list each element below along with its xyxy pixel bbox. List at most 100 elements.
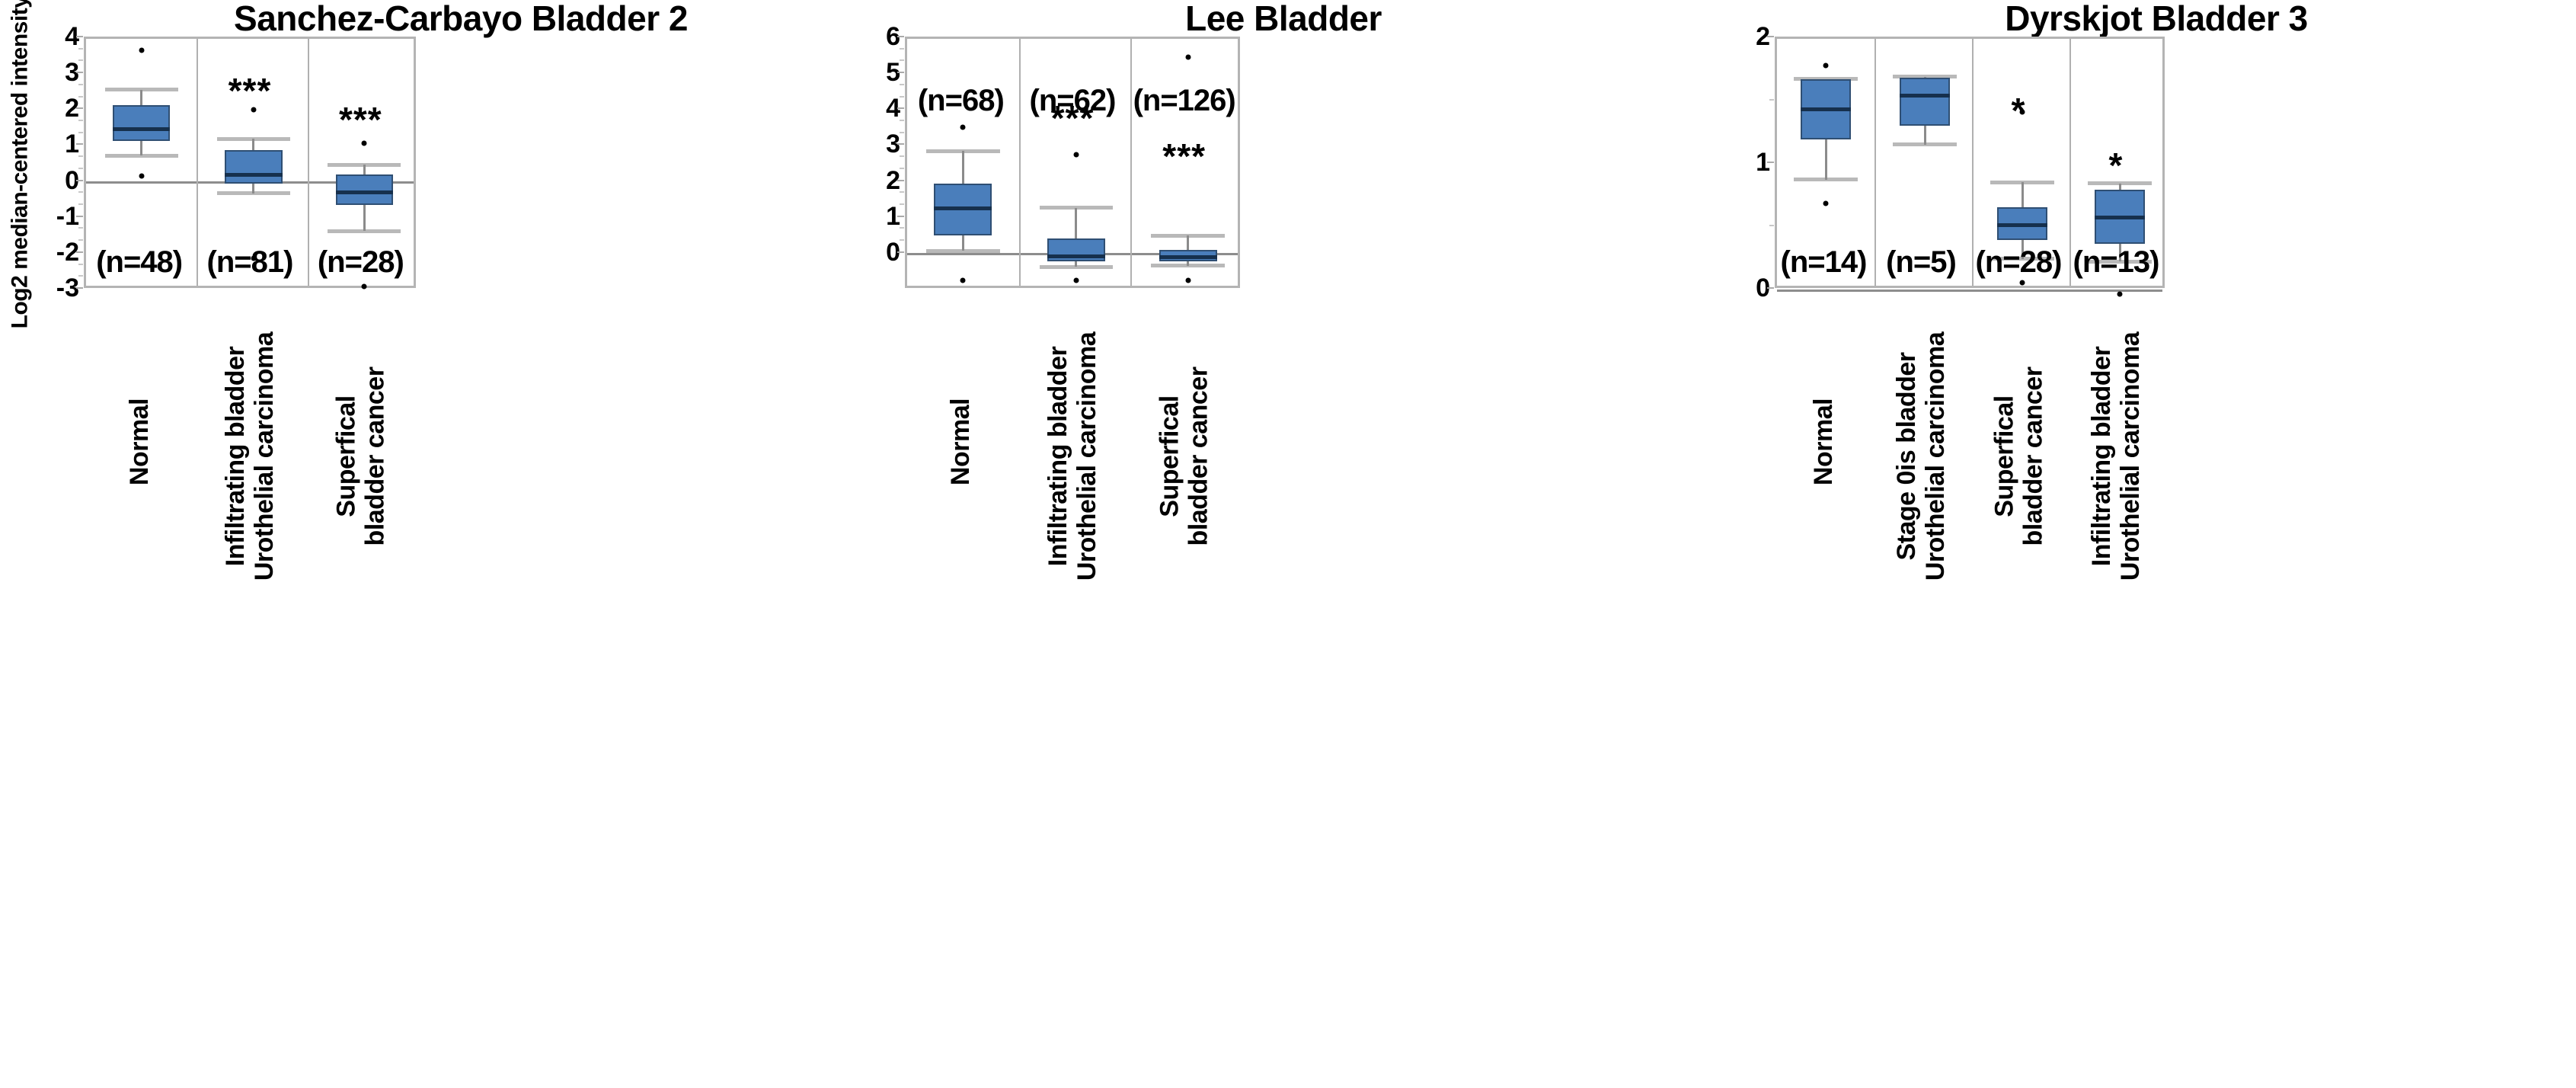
- sample-size-label: (n=5): [1886, 245, 1957, 279]
- sample-size-label: (n=14): [1780, 245, 1868, 279]
- whisker-upper: [1187, 235, 1190, 251]
- y-minor-tick-mark: [78, 131, 83, 133]
- y-minor-tick-mark: [900, 120, 904, 121]
- median-line: [335, 190, 394, 195]
- whisker-lower: [1824, 139, 1827, 180]
- whisker-cap-lower: [104, 153, 178, 158]
- y-minor-tick-mark: [900, 167, 904, 169]
- y-tick-mark: [1767, 287, 1774, 289]
- median-line: [934, 206, 992, 210]
- outlier-point: [2019, 280, 2025, 286]
- y-tick-label: 1: [65, 130, 79, 159]
- x-axis-group-label-text: Normal: [124, 398, 154, 486]
- whisker-cap-lower: [217, 191, 290, 196]
- whisker-upper: [2118, 183, 2121, 190]
- y-tick-label: 5: [886, 58, 900, 88]
- whisker-lower: [252, 183, 255, 194]
- whisker-cap-lower: [1990, 257, 2055, 261]
- box: [112, 105, 171, 142]
- outlier-point: [1185, 54, 1191, 60]
- whisker-cap-lower: [2087, 259, 2153, 264]
- whisker-lower: [961, 235, 964, 251]
- y-tick-mark: [76, 179, 83, 181]
- y-minor-tick-mark: [78, 239, 83, 242]
- y-tick-label: -1: [56, 201, 79, 231]
- group-cell: [86, 39, 197, 286]
- x-axis-group-label-text: Superfical bladder cancer: [1990, 366, 2048, 546]
- x-axis-group-label-text: Infiltrating bladder Urothelial carcinom…: [1044, 331, 1101, 581]
- x-axis-group-label: Normal: [124, 302, 155, 576]
- whisker-cap-lower: [1151, 264, 1226, 268]
- y-tick-mark: [76, 215, 83, 217]
- whisker-lower: [1075, 261, 1078, 267]
- outlier-point: [361, 140, 367, 146]
- significance-marker: ***: [228, 71, 272, 110]
- group-cell: [1130, 39, 1242, 286]
- y-minor-tick-mark: [78, 59, 83, 62]
- y-tick-mark: [76, 36, 83, 37]
- median-line: [225, 172, 283, 177]
- whisker-cap-lower: [328, 229, 401, 233]
- x-axis-group-label: Normal: [1808, 302, 1839, 576]
- box: [335, 174, 394, 205]
- zero-reference-line: [1777, 289, 2162, 292]
- whisker-lower: [2118, 243, 2121, 262]
- significance-marker: *: [2011, 91, 2026, 130]
- x-axis-group-label: Superfical bladder cancer: [331, 302, 389, 576]
- median-line: [1800, 107, 1852, 111]
- y-tick-mark: [897, 215, 904, 217]
- median-line: [1047, 254, 1106, 258]
- sample-size-label: (n=28): [317, 245, 404, 279]
- outlier-point: [2117, 291, 2123, 297]
- outlier-point: [251, 107, 257, 113]
- y-minor-tick-mark: [1769, 98, 1774, 101]
- y-minor-tick-mark: [900, 203, 904, 205]
- sample-size-label: (n=28): [1975, 245, 2063, 279]
- significance-marker: *: [2108, 146, 2124, 185]
- x-axis-group-label: Infiltrating bladder Urothelial carcinom…: [221, 302, 279, 581]
- y-tick-mark: [1767, 36, 1774, 37]
- panel-title: Dyrskjot Bladder 3: [2005, 0, 2308, 38]
- x-axis-group-label-text: Superfical bladder cancer: [1155, 366, 1213, 546]
- x-axis-group-label-text: Infiltrating bladder Urothelial carcinom…: [2087, 331, 2145, 581]
- y-minor-tick-mark: [900, 155, 904, 158]
- y-minor-tick-mark: [78, 263, 83, 265]
- x-axis-group-label-text: Normal: [1809, 398, 1839, 486]
- group-cell: [1777, 39, 1874, 286]
- y-minor-tick-mark: [900, 95, 904, 98]
- whisker-upper: [2021, 182, 2024, 208]
- whisker-upper: [1075, 207, 1078, 238]
- y-tick-mark: [1767, 162, 1774, 163]
- y-tick-label: 1: [886, 201, 900, 231]
- significance-marker: ***: [1050, 98, 1095, 138]
- significance-marker: ***: [1162, 136, 1207, 176]
- x-axis-group-label: Infiltrating bladder Urothelial carcinom…: [1044, 302, 1101, 581]
- group-cell: [1972, 39, 2069, 286]
- whisker-upper: [252, 139, 255, 151]
- y-minor-tick-mark: [78, 155, 83, 158]
- outlier-point: [1823, 62, 1829, 69]
- y-tick-mark: [897, 143, 904, 146]
- y-tick-mark: [76, 251, 83, 253]
- y-minor-tick-mark: [900, 131, 904, 133]
- y-tick-mark: [76, 72, 83, 74]
- median-line: [1899, 93, 1951, 98]
- y-minor-tick-mark: [78, 191, 83, 194]
- group-cell: [2069, 39, 2167, 297]
- whisker-lower: [2021, 240, 2024, 259]
- y-minor-tick-mark: [78, 227, 83, 229]
- x-axis-group-label: Superfical bladder cancer: [1155, 302, 1213, 576]
- y-tick-mark: [897, 36, 904, 37]
- outlier-point: [139, 173, 145, 179]
- y-minor-tick-mark: [78, 95, 83, 98]
- outlier-point: [1185, 277, 1191, 283]
- whisker-upper: [1923, 76, 1926, 78]
- y-axis-label: Log2 median-centered intensity: [7, 0, 33, 329]
